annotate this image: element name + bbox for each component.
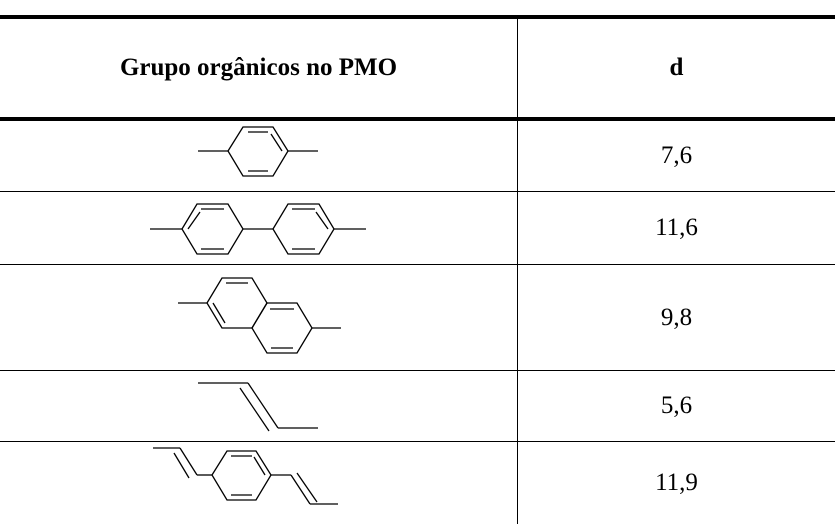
row-divider (0, 370, 835, 371)
bisvinylbenzene-structure (153, 447, 338, 505)
row-divider (0, 264, 835, 265)
d-value-row-1: 7,6 (660, 142, 693, 169)
naphthylene-structure (178, 277, 341, 354)
row-divider (0, 441, 835, 442)
header-group: Grupo orgânicos no PMO (119, 54, 398, 81)
d-value-row-2: 11,6 (655, 214, 698, 241)
biphenylene-structure (150, 203, 366, 255)
ethenylene-structure (198, 382, 318, 432)
row-divider (0, 191, 835, 192)
top-rule (0, 15, 835, 19)
column-divider (517, 17, 518, 524)
para-phenylene-structure (198, 126, 318, 177)
d-value-row-4: 5,6 (660, 392, 693, 419)
header-d: d (669, 54, 684, 81)
d-value-row-3: 9,8 (660, 303, 693, 331)
d-value-row-5: 11,9 (655, 469, 698, 496)
header-bottom-rule (0, 117, 835, 121)
